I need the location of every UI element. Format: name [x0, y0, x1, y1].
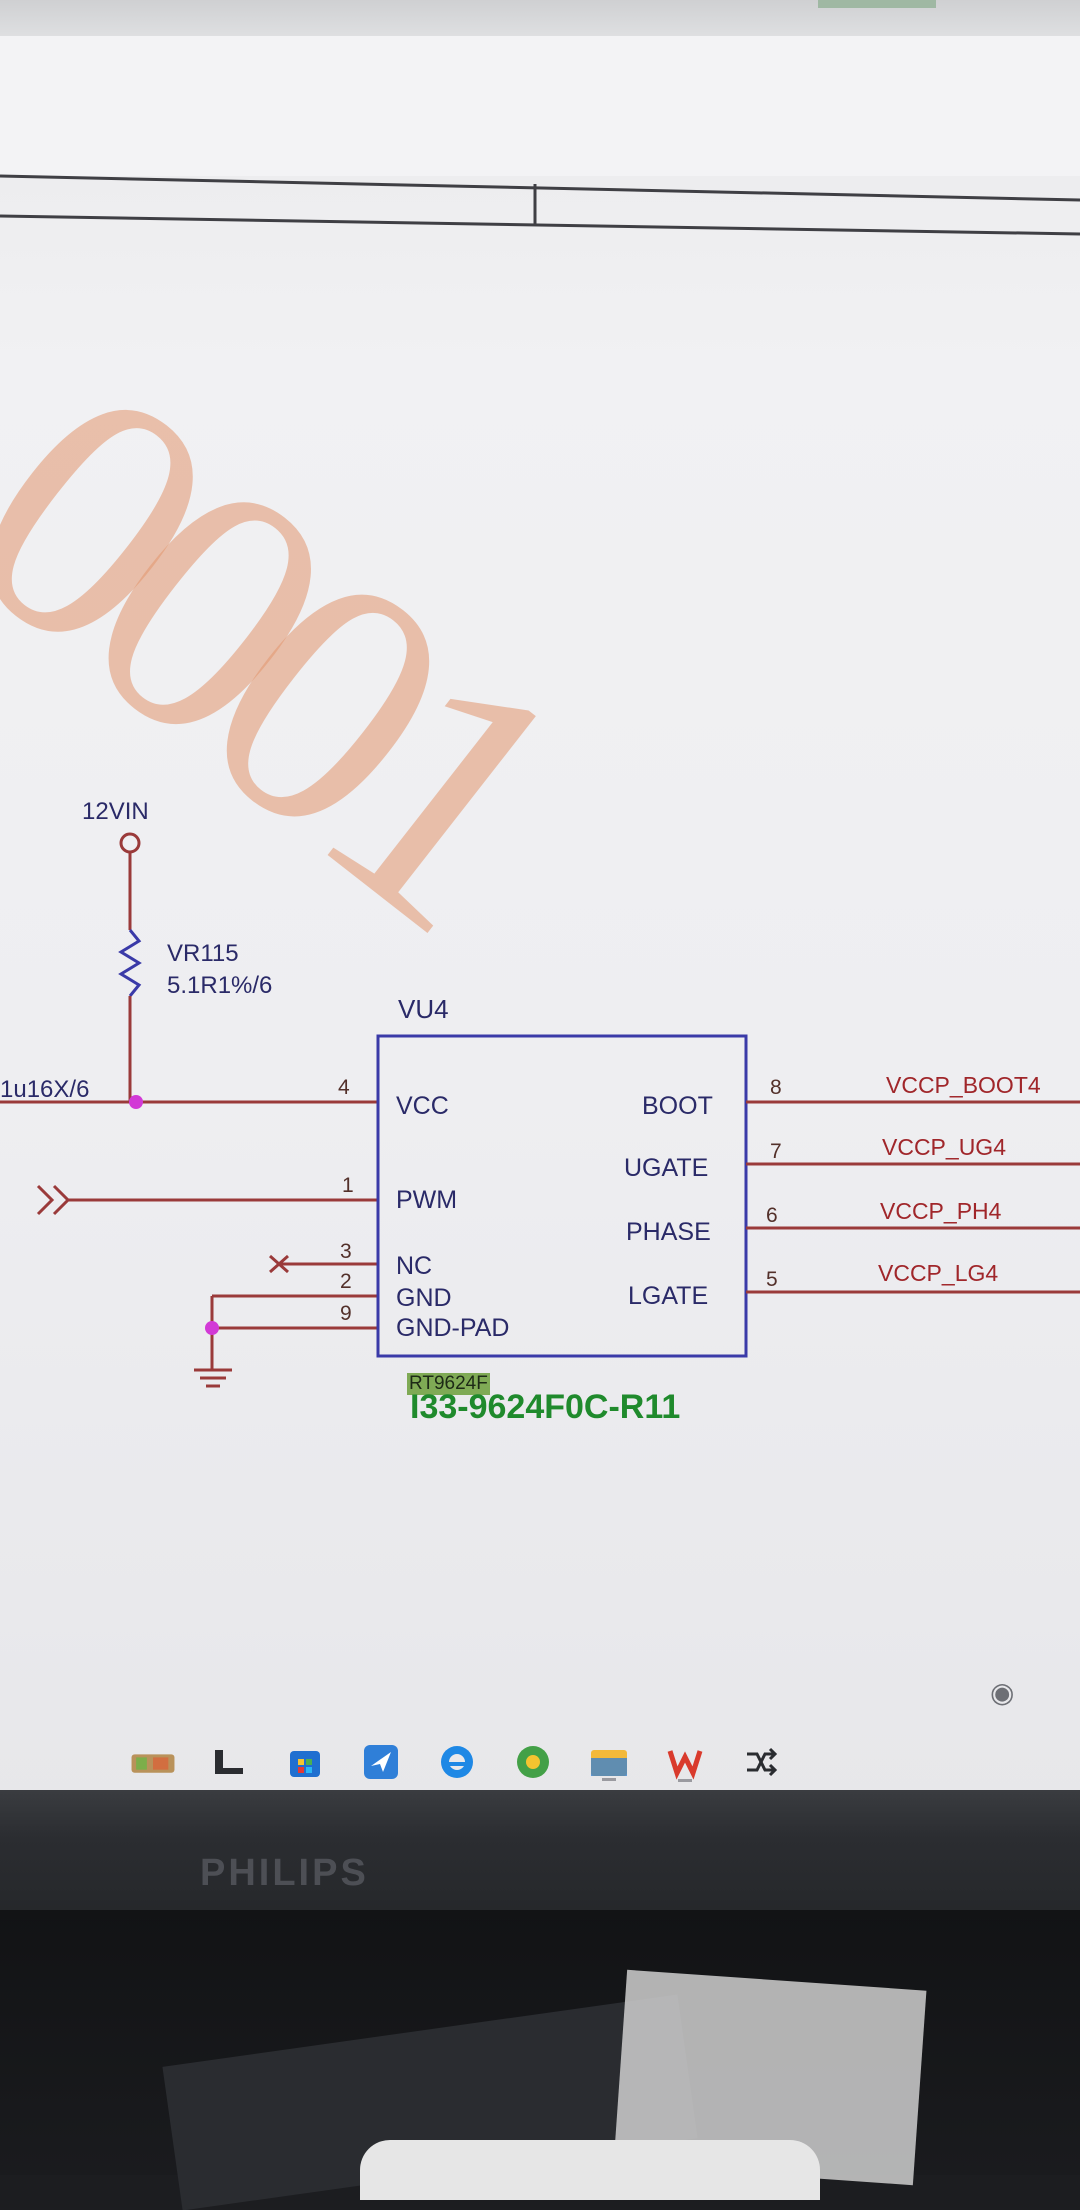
pin-number: 9: [340, 1302, 352, 1325]
resistor-ref-label: VR115: [167, 940, 239, 967]
pin-number: 7: [770, 1140, 782, 1163]
pin-number: 2: [340, 1270, 352, 1293]
net-label-phase: VCCP_PH4: [880, 1198, 1002, 1224]
file-explorer-icon[interactable]: [586, 1739, 632, 1785]
pin-name-pwm: PWM: [396, 1186, 458, 1214]
taskbar: [130, 1736, 850, 1788]
junction-dot: [129, 1095, 143, 1109]
pin-name-vcc: VCC: [396, 1092, 449, 1120]
pin-number: 3: [340, 1240, 352, 1263]
edge-browser-icon[interactable]: [434, 1739, 480, 1785]
resistor-symbol: [118, 929, 142, 997]
folder-app-icon[interactable]: [130, 1739, 176, 1785]
pin-name-nc: NC: [396, 1252, 433, 1280]
ic-body: [376, 1034, 748, 1358]
wps-office-icon[interactable]: [662, 1739, 708, 1785]
power-net-label: 12VIN: [82, 798, 149, 825]
monitor-brand-logo: PHILIPS: [200, 1852, 369, 1894]
monitor-screen: 0001: [0, 0, 1080, 1810]
title-block-area: [0, 36, 1080, 176]
net-label-lgate: VCCP_LG4: [878, 1260, 999, 1286]
offpage-connector-icon: [36, 1184, 55, 1216]
mail-icon[interactable]: [358, 1739, 404, 1785]
store-icon[interactable]: [282, 1739, 328, 1785]
pin-name-boot: BOOT: [642, 1092, 713, 1120]
ic-ref-label: VU4: [398, 994, 449, 1024]
pin-number: 1: [342, 1174, 354, 1197]
paper-curl: [360, 2140, 820, 2200]
power-terminal-12vin: [119, 832, 141, 854]
pin-number: 4: [338, 1076, 350, 1099]
pin-name-phase: PHASE: [626, 1218, 711, 1246]
net-label-boot: VCCP_BOOT4: [886, 1072, 1041, 1098]
pin-name-ugate: UGATE: [624, 1154, 709, 1182]
ic-part-number: I33-9624F0C-R11: [410, 1388, 681, 1426]
shuffle-icon[interactable]: [738, 1739, 784, 1785]
eye-care-icon[interactable]: ◉: [990, 1677, 1015, 1708]
resistor-value-label: 5.1R1%/6: [167, 972, 273, 999]
pin-name-gnd-pad: GND-PAD: [396, 1314, 510, 1342]
cap-net-label: 1u16X/6: [0, 1076, 90, 1103]
monitor-bezel: [0, 1790, 1080, 1910]
pin-name-gnd: GND: [396, 1284, 452, 1312]
pin-number: 5: [766, 1268, 778, 1291]
green-browser-icon[interactable]: [510, 1739, 556, 1785]
pin-number: 8: [770, 1076, 782, 1099]
desk-area: [0, 1910, 1080, 2210]
schematic-drawing: [0, 174, 1080, 1388]
ic-part-name: RT9624F: [407, 1373, 490, 1395]
pin-number: 6: [766, 1204, 778, 1227]
net-label-ugate: VCCP_UG4: [882, 1134, 1006, 1160]
pin-name-lgate: LGATE: [628, 1282, 709, 1310]
top-tab-marker: [818, 0, 936, 8]
terminal-icon[interactable]: [206, 1739, 252, 1785]
